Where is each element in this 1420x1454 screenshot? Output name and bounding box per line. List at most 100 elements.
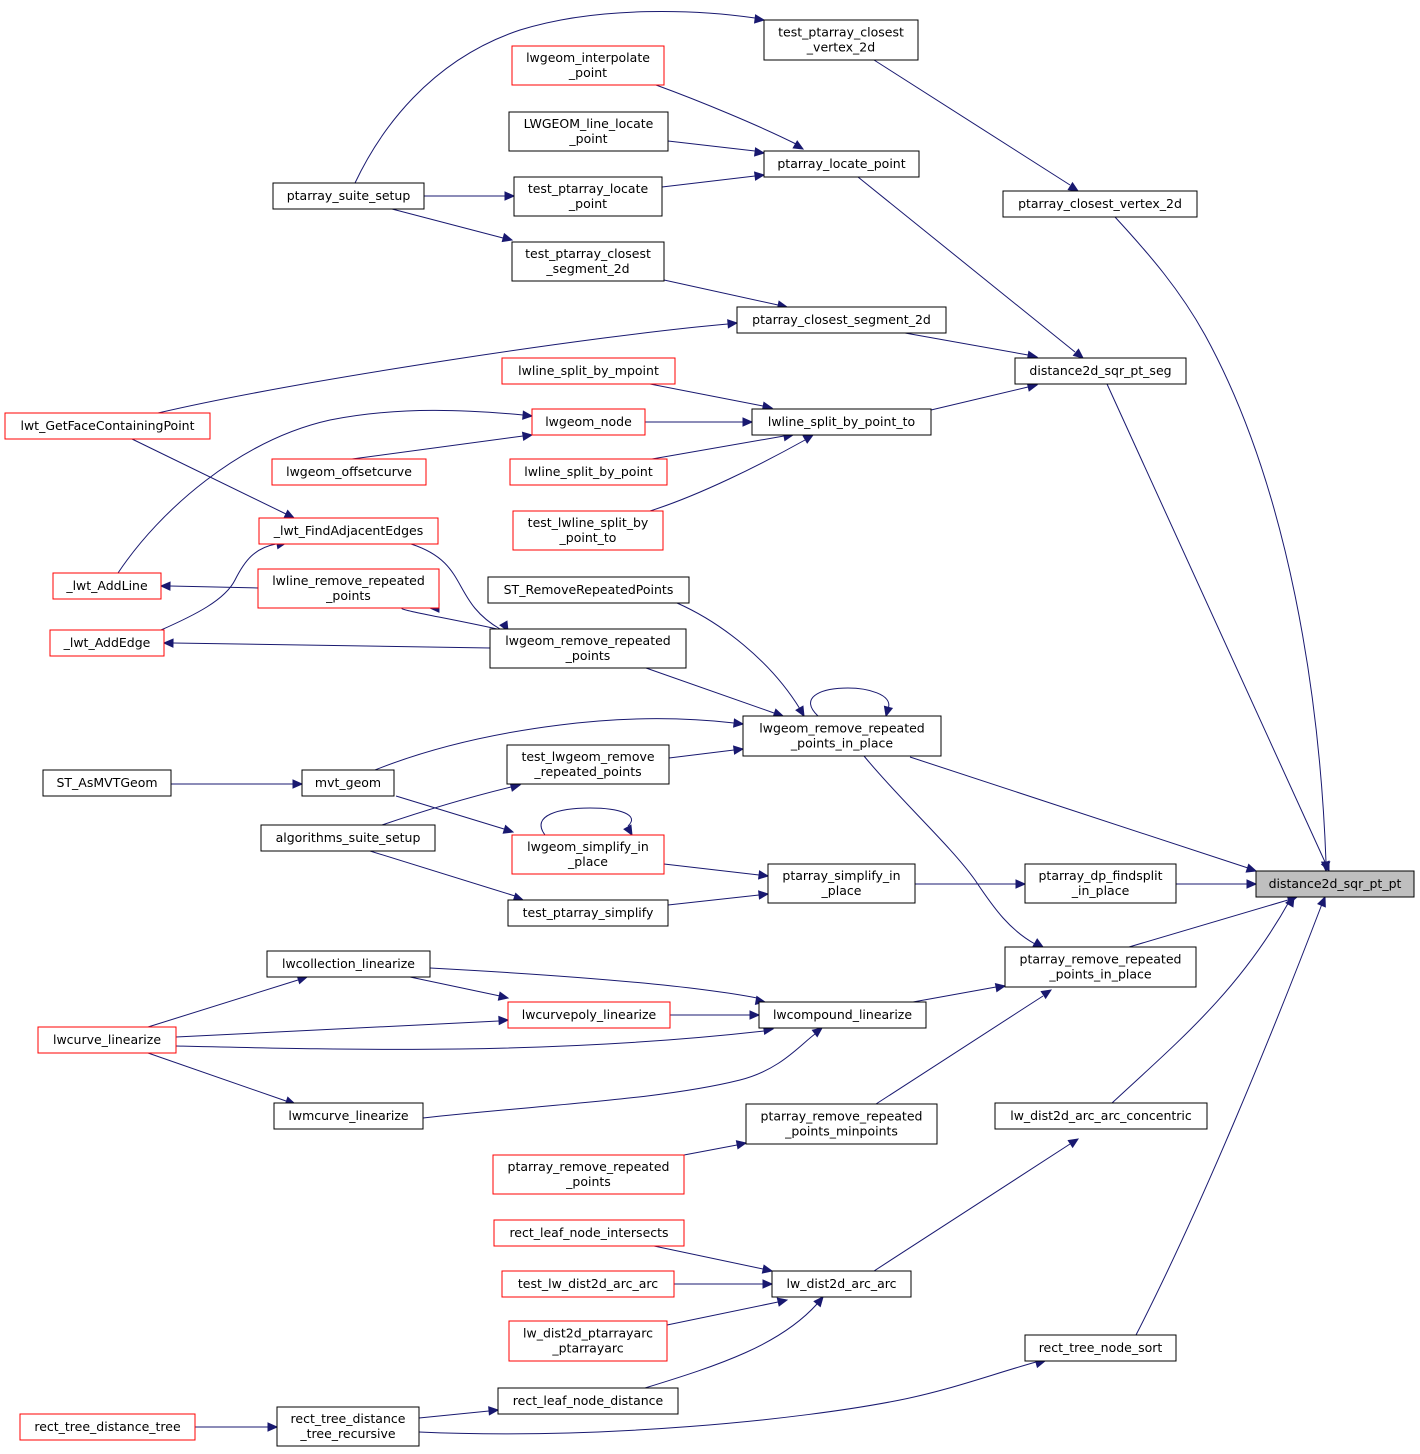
node-box[interactable] [513, 176, 663, 217]
node-box[interactable] [767, 863, 916, 904]
node-st-asmvtgeom[interactable]: ST_AsMVTGeom [42, 769, 172, 797]
node-box[interactable] [19, 1413, 196, 1441]
node-ptarray-simplify-in-place[interactable]: ptarray_simplify_in_place [767, 863, 916, 904]
node-box[interactable] [501, 357, 676, 385]
node-test-lwgeom-remove-repeated-points[interactable]: test_lwgeom_remove_repeated_points [506, 744, 670, 785]
node-box[interactable] [1024, 1334, 1177, 1362]
node-box[interactable] [507, 1001, 671, 1029]
node-lwgeom-line-locate-point[interactable]: LWGEOM_line_locate_point [508, 111, 669, 152]
node-rect-tree-distance-tree[interactable]: rect_tree_distance_tree [19, 1413, 196, 1441]
node-lw-dist2d-arc-arc[interactable]: lw_dist2d_arc_arc [771, 1270, 912, 1298]
node-box[interactable] [1002, 190, 1198, 218]
node-box[interactable] [763, 150, 920, 178]
node-rect-tree-node-sort[interactable]: rect_tree_node_sort [1024, 1334, 1177, 1362]
node-box[interactable] [508, 111, 669, 152]
node-box[interactable] [493, 1219, 685, 1247]
node--lwt-findadjacentedges[interactable]: _lwt_FindAdjacentEdges [258, 517, 439, 545]
node--lwt-addedge[interactable]: _lwt_AddEdge [49, 629, 165, 657]
node-lwcollection-linearize[interactable]: lwcollection_linearize [266, 950, 431, 978]
node-box[interactable] [763, 19, 919, 61]
node-box[interactable] [758, 1001, 927, 1029]
node-ptarray-closest-vertex-2d[interactable]: ptarray_closest_vertex_2d [1002, 190, 1198, 218]
node-lwgeom-simplify-in-place[interactable]: lwgeom_simplify_in_place [511, 834, 665, 875]
node-box[interactable] [492, 1154, 685, 1195]
node-box[interactable] [511, 834, 665, 875]
node-box[interactable] [512, 510, 664, 551]
node-box[interactable] [37, 1026, 177, 1054]
node-lwt-getfacecontainingpoint[interactable]: lwt_GetFaceContainingPoint [4, 412, 211, 440]
node-box[interactable] [1024, 863, 1177, 904]
node-ptarray-locate-point[interactable]: ptarray_locate_point [763, 150, 920, 178]
node-test-ptarray-closest-vertex-2d[interactable]: test_ptarray_closest_vertex_2d [763, 19, 919, 61]
node-box[interactable] [276, 1406, 420, 1447]
node-box[interactable] [506, 744, 670, 785]
node-box[interactable] [508, 1320, 668, 1362]
node-lwgeom-remove-repeated-points-in-place[interactable]: lwgeom_remove_repeated_points_in_place [742, 715, 942, 757]
node-box[interactable] [507, 899, 669, 927]
node-test-ptarray-locate-point[interactable]: test_ptarray_locate_point [513, 176, 663, 217]
node-test-lwline-split-by-point-to[interactable]: test_lwline_split_by_point_to [512, 510, 664, 551]
node-box[interactable] [511, 45, 665, 86]
node-box[interactable] [1004, 946, 1197, 988]
node--lwt-addline[interactable]: _lwt_AddLine [52, 572, 162, 600]
node-box[interactable] [266, 950, 431, 978]
node-box[interactable] [509, 458, 668, 486]
node-lwmcurve-linearize[interactable]: lwmcurve_linearize [273, 1102, 424, 1130]
node-box[interactable] [487, 576, 690, 604]
node-distance2d-sqr-pt-seg[interactable]: distance2d_sqr_pt_seg [1014, 357, 1187, 385]
node-lw-dist2d-arc-arc-concentric[interactable]: lw_dist2d_arc_arc_concentric [994, 1102, 1208, 1130]
node-box[interactable] [1255, 870, 1415, 898]
node-lwgeom-offsetcurve[interactable]: lwgeom_offsetcurve [271, 458, 427, 486]
node-box[interactable] [511, 241, 665, 282]
node-ptarray-remove-repeated-points-in-place[interactable]: ptarray_remove_repeated_points_in_place [1004, 946, 1197, 988]
node-lwline-split-by-mpoint[interactable]: lwline_split_by_mpoint [501, 357, 676, 385]
node-algorithms-suite-setup[interactable]: algorithms_suite_setup [260, 824, 436, 852]
node-box[interactable] [531, 408, 646, 436]
node-rect-leaf-node-distance[interactable]: rect_leaf_node_distance [497, 1387, 679, 1415]
node-box[interactable] [501, 1270, 675, 1298]
node-test-ptarray-closest-segment-2d[interactable]: test_ptarray_closest_segment_2d [511, 241, 665, 282]
node-lwcurvepoly-linearize[interactable]: lwcurvepoly_linearize [507, 1001, 671, 1029]
node-lwline-split-by-point-to[interactable]: lwline_split_by_point_to [751, 408, 932, 436]
node-lwgeom-remove-repeated-points[interactable]: lwgeom_remove_repeated_points [489, 628, 687, 669]
node-box[interactable] [301, 769, 395, 797]
node-rect-tree-distance-tree-recursive[interactable]: rect_tree_distance_tree_recursive [276, 1406, 420, 1447]
node-box[interactable] [42, 769, 172, 797]
node-ptarray-suite-setup[interactable]: ptarray_suite_setup [272, 182, 425, 210]
node-box[interactable] [258, 517, 439, 545]
node-box[interactable] [273, 1102, 424, 1130]
node-ptarray-closest-segment-2d[interactable]: ptarray_closest_segment_2d [736, 306, 947, 334]
node-lwline-remove-repeated-points[interactable]: lwline_remove_repeated_points [257, 568, 440, 609]
node-st-removerepeatedpoints[interactable]: ST_RemoveRepeatedPoints [487, 576, 690, 604]
node-box[interactable] [260, 824, 436, 852]
node-box[interactable] [271, 458, 427, 486]
node-box[interactable] [52, 572, 162, 600]
node-box[interactable] [751, 408, 932, 436]
node-box[interactable] [257, 568, 440, 609]
node-rect-leaf-node-intersects[interactable]: rect_leaf_node_intersects [493, 1219, 685, 1247]
node-box[interactable] [272, 182, 425, 210]
node-test-ptarray-simplify[interactable]: test_ptarray_simplify [507, 899, 669, 927]
node-box[interactable] [742, 715, 942, 757]
node-ptarray-remove-repeated-points[interactable]: ptarray_remove_repeated_points [492, 1154, 685, 1195]
node-box[interactable] [1014, 357, 1187, 385]
node-box[interactable] [4, 412, 211, 440]
node-box[interactable] [745, 1103, 938, 1145]
node-box[interactable] [489, 628, 687, 669]
node-test-lw-dist2d-arc-arc[interactable]: test_lw_dist2d_arc_arc [501, 1270, 675, 1298]
node-box[interactable] [771, 1270, 912, 1298]
node-ptarray-dp-findsplit-in-place[interactable]: ptarray_dp_findsplit_in_place [1024, 863, 1177, 904]
node-distance2d-sqr-pt-pt[interactable]: distance2d_sqr_pt_pt [1255, 870, 1415, 898]
node-box[interactable] [994, 1102, 1208, 1130]
node-ptarray-remove-repeated-points-minpoints[interactable]: ptarray_remove_repeated_points_minpoints [745, 1103, 938, 1145]
node-box[interactable] [497, 1387, 679, 1415]
node-lwcurve-linearize[interactable]: lwcurve_linearize [37, 1026, 177, 1054]
node-lwgeom-node[interactable]: lwgeom_node [531, 408, 646, 436]
node-lwgeom-interpolate-point[interactable]: lwgeom_interpolate_point [511, 45, 665, 86]
node-box[interactable] [736, 306, 947, 334]
node-lwline-split-by-point[interactable]: lwline_split_by_point [509, 458, 668, 486]
node-lwcompound-linearize[interactable]: lwcompound_linearize [758, 1001, 927, 1029]
node-lw-dist2d-ptarrayarc-ptarrayarc[interactable]: lw_dist2d_ptarrayarc_ptarrayarc [508, 1320, 668, 1362]
node-mvt-geom[interactable]: mvt_geom [301, 769, 395, 797]
node-box[interactable] [49, 629, 165, 657]
